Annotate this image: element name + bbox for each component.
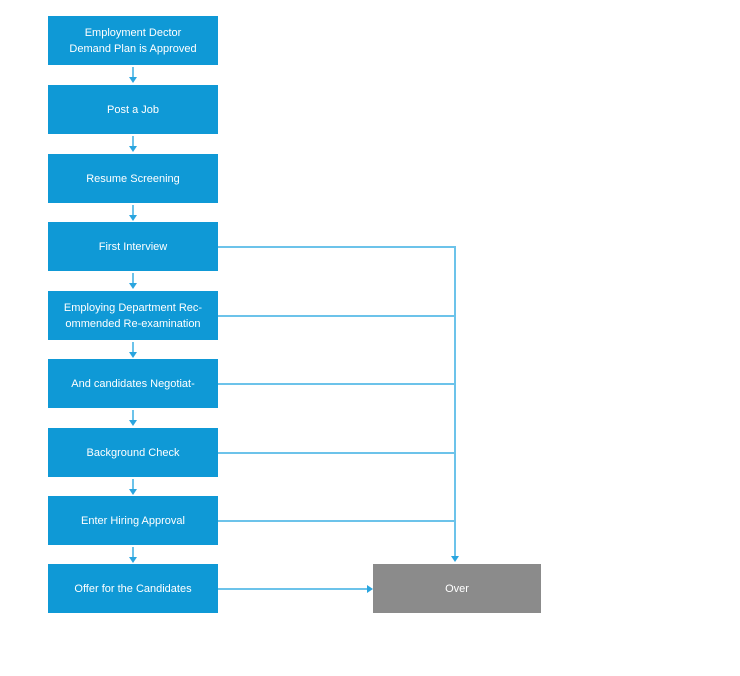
arrow-stem	[132, 67, 134, 78]
connector-offer-to-over	[218, 588, 367, 590]
node-employing-department-reexamination: Employing Department Rec- ommended Re-ex…	[48, 291, 218, 340]
arrowhead-icon	[129, 283, 137, 289]
node-candidates-negotiate: And candidates Negotiat-	[48, 359, 218, 408]
node-label-line: Employing Department Rec-	[63, 301, 203, 314]
arrowhead-icon	[129, 77, 137, 83]
arrow-down-icon	[129, 410, 137, 428]
arrowhead-icon	[129, 215, 137, 221]
arrow-down-icon	[129, 342, 137, 360]
node-label: Offer for the Candidates	[74, 582, 192, 595]
arrowhead-icon	[129, 489, 137, 495]
arrow-down-icon	[129, 273, 137, 291]
node-label: Over	[445, 582, 469, 595]
arrowhead-icon	[129, 557, 137, 563]
arrow-stem	[132, 205, 134, 216]
arrow-down-icon	[129, 547, 137, 565]
arrow-stem	[132, 136, 134, 147]
arrowhead-icon	[129, 146, 137, 152]
arrow-down-icon	[129, 479, 137, 497]
node-employment-demand-plan-approved: Employment Dector Demand Plan is Approve…	[48, 16, 218, 65]
arrowhead-icon	[129, 352, 137, 358]
connector-first-interview-to-trunk	[218, 246, 456, 248]
arrow-stem	[132, 410, 134, 421]
arrowhead-icon	[367, 585, 373, 593]
node-background-check: Background Check	[48, 428, 218, 477]
connector-background-check-to-trunk	[218, 452, 456, 454]
arrowhead-icon	[129, 420, 137, 426]
arrow-stem	[132, 547, 134, 558]
node-label: Post a Job	[107, 103, 159, 116]
node-label: Resume Screening	[86, 172, 180, 185]
node-enter-hiring-approval: Enter Hiring Approval	[48, 496, 218, 545]
arrow-stem	[132, 342, 134, 353]
node-label-line: Demand Plan is Approved	[69, 42, 197, 55]
node-label-line: ommended Re-examination	[65, 317, 201, 330]
node-label-line: Employment Dector	[84, 26, 182, 39]
arrow-stem	[132, 273, 134, 284]
node-label: First Interview	[98, 240, 168, 253]
node-label: And candidates Negotiat-	[71, 377, 195, 390]
connector-negotiate-to-trunk	[218, 383, 456, 385]
arrow-stem	[132, 479, 134, 490]
arrowhead-icon	[451, 556, 459, 562]
arrow-down-icon	[129, 205, 137, 223]
connector-reexamination-to-trunk	[218, 315, 456, 317]
node-offer-for-candidates: Offer for the Candidates	[48, 564, 218, 613]
node-post-a-job: Post a Job	[48, 85, 218, 134]
connector-hiring-approval-to-trunk	[218, 520, 456, 522]
node-label: Enter Hiring Approval	[81, 514, 185, 527]
node-over: Over	[373, 564, 541, 613]
node-resume-screening: Resume Screening	[48, 154, 218, 203]
connector-trunk-vertical	[454, 246, 456, 556]
arrow-down-icon	[129, 136, 137, 154]
node-label: Background Check	[86, 446, 180, 459]
node-first-interview: First Interview	[48, 222, 218, 271]
arrow-down-icon	[129, 67, 137, 85]
